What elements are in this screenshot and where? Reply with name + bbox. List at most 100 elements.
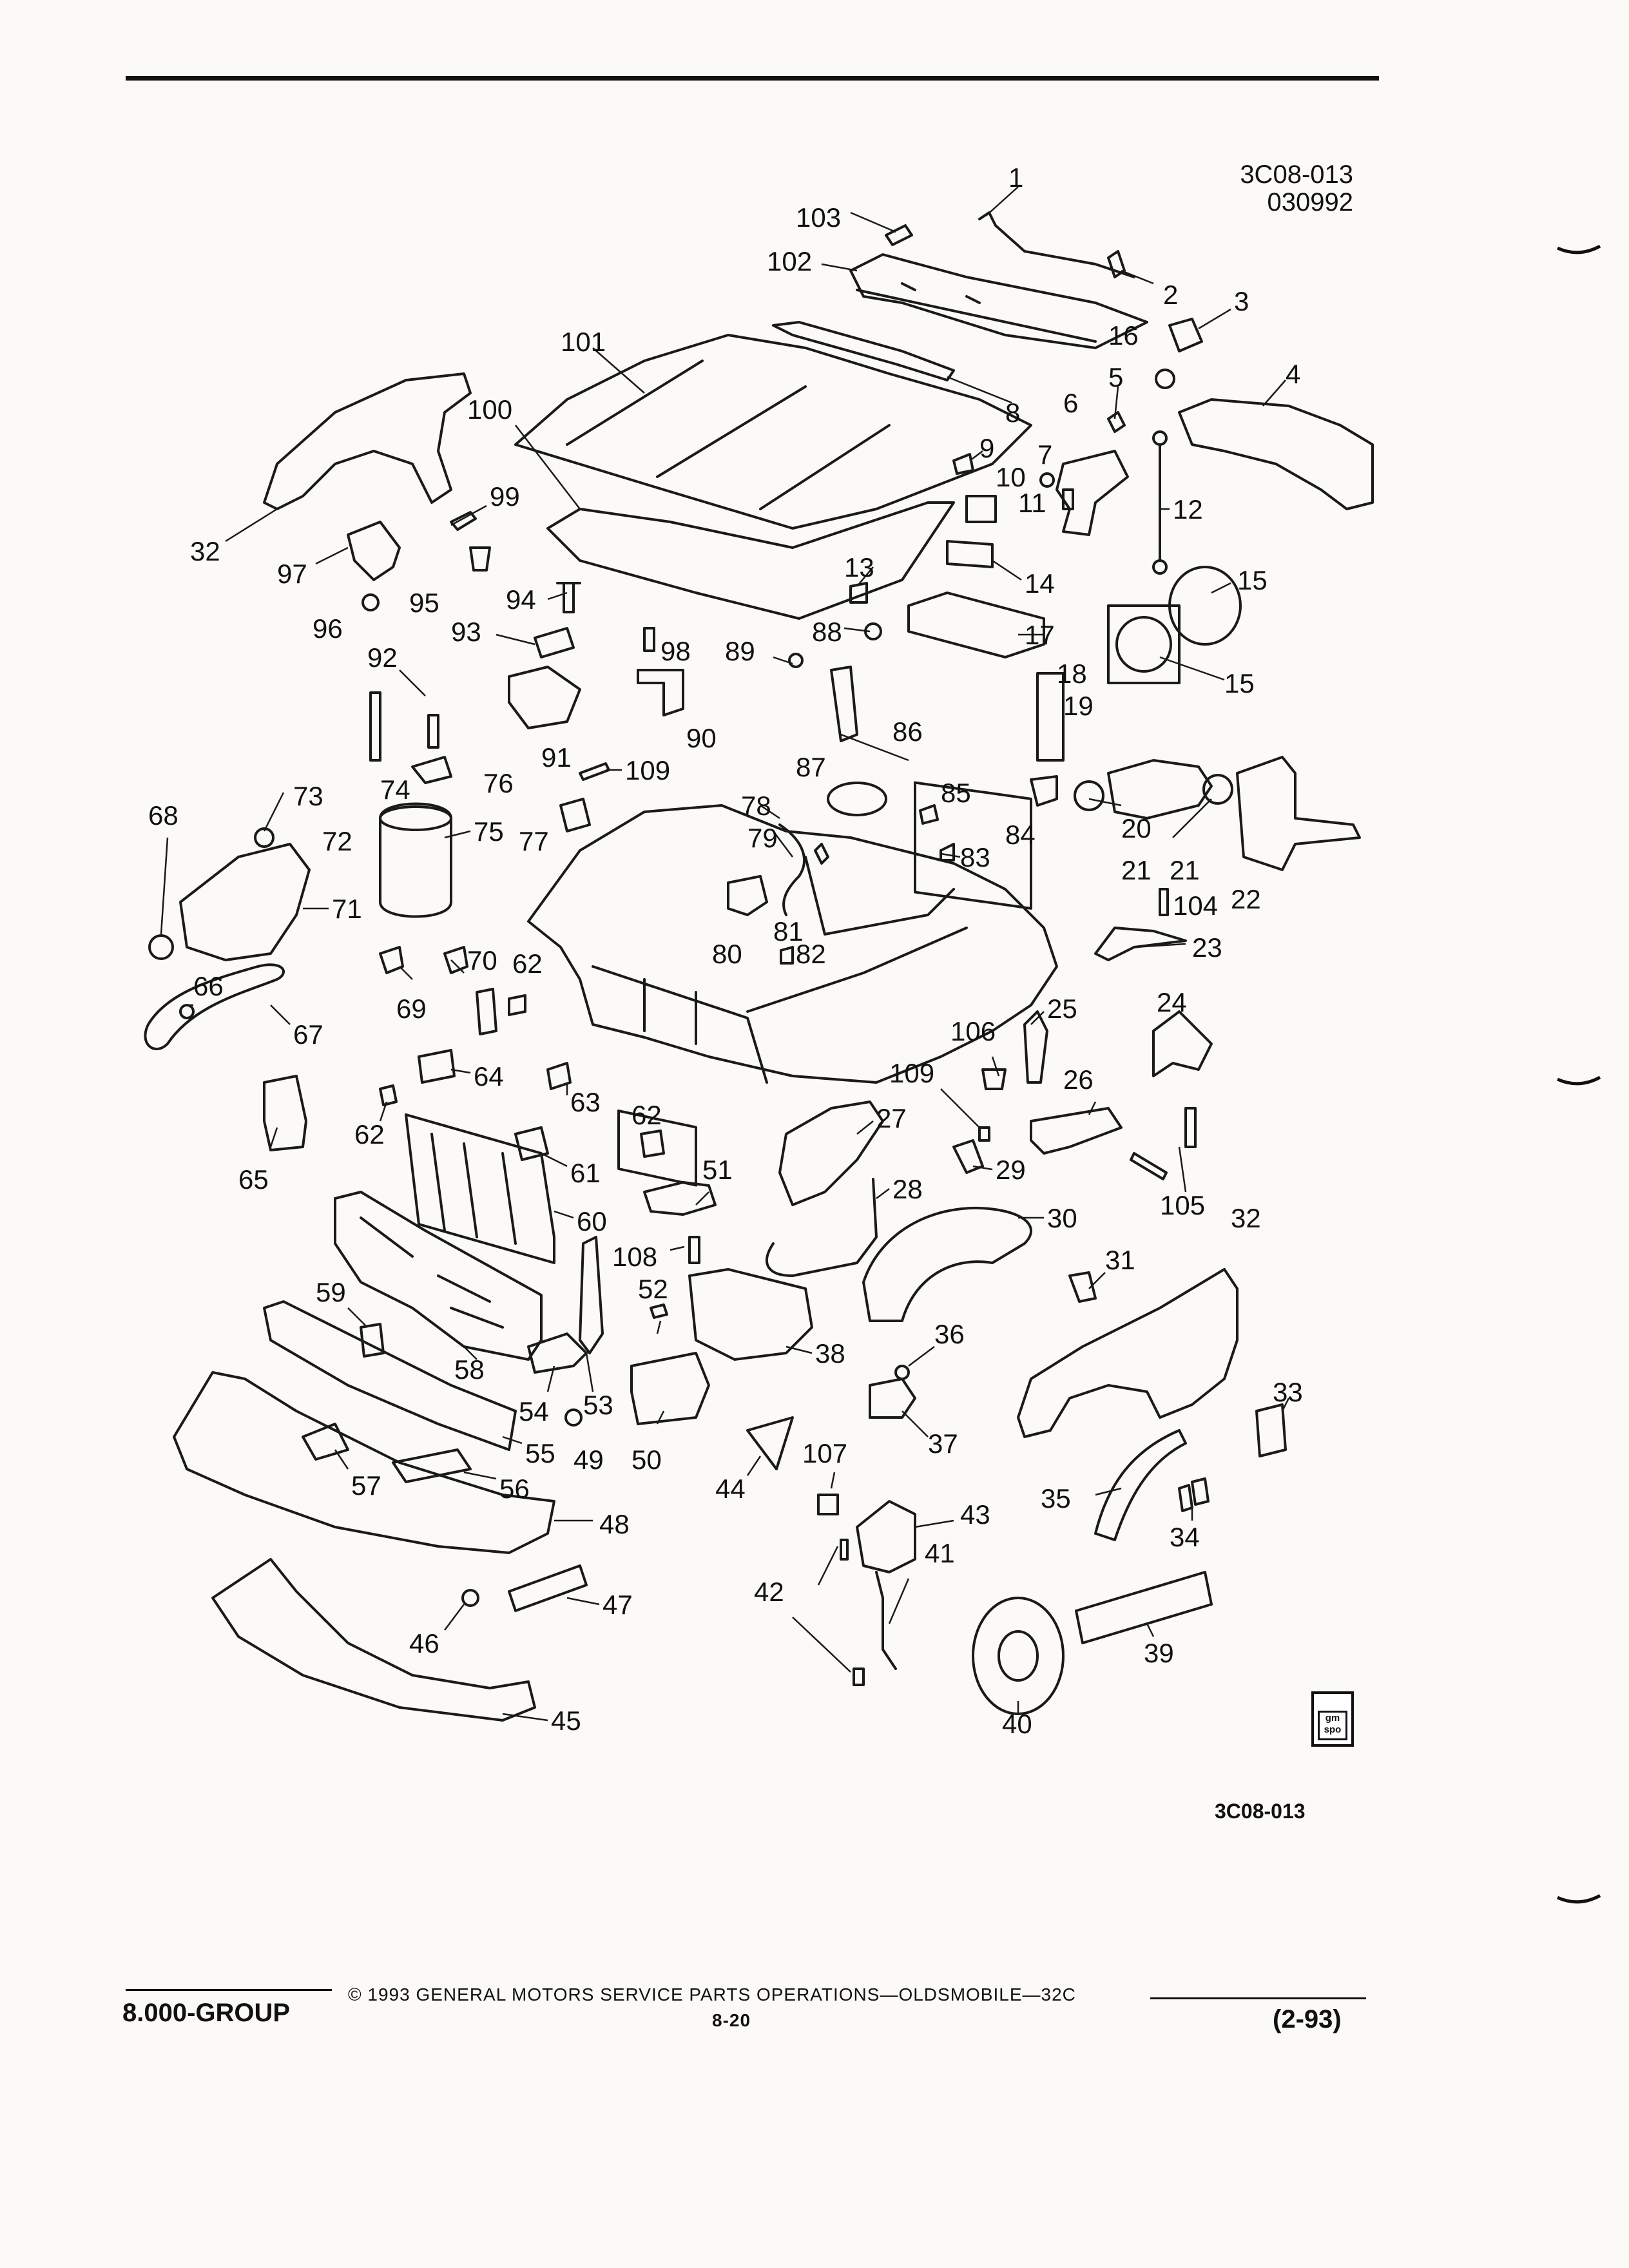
callout: 54	[519, 1396, 549, 1427]
part-96-nut	[361, 593, 380, 611]
part-20-hose	[1107, 759, 1213, 820]
callout: 37	[928, 1428, 958, 1459]
part-10-insulator	[965, 495, 997, 523]
part-12-end-top	[1152, 430, 1168, 446]
part-92-bolt	[427, 714, 439, 749]
part-4-duct	[1178, 398, 1374, 510]
part-5-screw	[1107, 411, 1126, 433]
front-end-structure-detail	[592, 856, 968, 1084]
callout: 95	[409, 588, 439, 618]
part-69-grommet	[379, 946, 404, 974]
callout: 107	[802, 1438, 847, 1468]
part-24-bracket	[1152, 1010, 1213, 1077]
callout: 23	[1192, 932, 1222, 963]
part-62-mount-upper	[508, 994, 526, 1016]
part-48-fascia	[173, 1371, 555, 1554]
part-62-mount-center	[640, 1129, 665, 1158]
part-9-bumper	[952, 453, 974, 475]
part-21-clamp-left	[1074, 780, 1104, 811]
part-57-lamp	[302, 1423, 349, 1461]
callout: 105	[1160, 1190, 1205, 1220]
callout: 40	[1002, 1709, 1032, 1739]
radiator-opening	[617, 1110, 697, 1187]
part-106-bolt	[981, 1068, 1007, 1090]
leader-99	[450, 505, 487, 526]
top-rule	[126, 76, 1379, 81]
callout: 62	[354, 1119, 385, 1149]
leader-21b	[1172, 798, 1212, 838]
leader-105	[1178, 1146, 1187, 1193]
callout: 11	[1018, 488, 1046, 518]
part-98-bolt	[643, 627, 655, 652]
callout: 57	[351, 1470, 381, 1501]
part-65-shield	[263, 1075, 307, 1151]
part-61-bracket	[514, 1126, 549, 1161]
callout: 70	[467, 945, 497, 975]
callout: 32	[1231, 1203, 1261, 1233]
callout: 46	[409, 1628, 439, 1658]
part-35-flare	[1094, 1429, 1187, 1541]
leader-53	[585, 1352, 594, 1392]
leader-9	[969, 450, 983, 461]
callout: 9	[979, 433, 994, 463]
part-30-liner	[862, 1206, 1032, 1322]
callout: 109	[625, 755, 670, 785]
gm-spo-logo: gm spo	[1311, 1691, 1354, 1747]
leader-101	[592, 347, 645, 394]
callout: 100	[467, 394, 512, 425]
part-87-cap	[827, 782, 887, 816]
exploded-parts-diagram: 1 2 3 4 5 6 7 8 9 10 11 12 13 14 15 15 1…	[144, 162, 1374, 1739]
leader-100	[515, 425, 581, 510]
part-46-fastener	[461, 1589, 479, 1607]
leader-54	[546, 1365, 555, 1392]
part-32-fender-right	[1017, 1268, 1239, 1438]
leader-109-lower	[940, 1088, 980, 1128]
callout: 53	[583, 1390, 613, 1420]
part-17-baffle	[907, 591, 1045, 658]
callout: 33	[1273, 1377, 1303, 1407]
callout: 1	[1008, 162, 1023, 193]
callout: 24	[1157, 987, 1187, 1017]
part-58-grille	[334, 1191, 543, 1361]
leader-65	[269, 1127, 278, 1148]
callout: 56	[499, 1474, 530, 1504]
part-90-bracket	[637, 669, 684, 716]
part-2-clip	[1107, 250, 1126, 278]
part-44-lens	[746, 1416, 794, 1470]
part-47-bracket	[508, 1564, 588, 1612]
callout: 15	[1224, 668, 1255, 698]
part-85-nut	[919, 804, 939, 825]
part-43-bracket	[856, 1500, 916, 1573]
part-75-canister	[379, 802, 452, 918]
leader-103	[850, 211, 896, 233]
part-56-lamp	[392, 1448, 472, 1483]
callout: 90	[686, 723, 717, 753]
part-105-bolt-b	[1130, 1152, 1168, 1180]
leader-31	[1088, 1272, 1106, 1289]
callout: 6	[1063, 388, 1078, 418]
part-66-clamp	[179, 1004, 195, 1019]
part-49-nut	[564, 1408, 583, 1427]
callout: 61	[570, 1158, 601, 1188]
date-code: 030992	[1267, 188, 1353, 216]
leader-23	[1133, 943, 1186, 948]
part-60-radiator	[405, 1113, 555, 1264]
callout: 41	[925, 1538, 955, 1568]
part-80-bracket	[727, 875, 768, 916]
callout: 94	[506, 584, 536, 615]
leader-42a	[817, 1546, 839, 1586]
part-37-bracket	[869, 1378, 916, 1419]
leader-50	[656, 1410, 665, 1425]
callout: 21	[1121, 855, 1152, 885]
part-70-bracket	[476, 988, 497, 1035]
part-71-reservoir	[179, 843, 311, 961]
part-86-seal	[830, 666, 858, 742]
part-64-bracket	[418, 1049, 456, 1084]
leader-55	[502, 1436, 523, 1445]
leader-42b	[792, 1617, 851, 1673]
callout: 19	[1063, 691, 1094, 721]
callout: 27	[876, 1103, 907, 1133]
part-22-resonator	[1236, 756, 1361, 871]
part-107-bolt	[817, 1494, 839, 1515]
part-11-bolt	[1062, 488, 1074, 510]
